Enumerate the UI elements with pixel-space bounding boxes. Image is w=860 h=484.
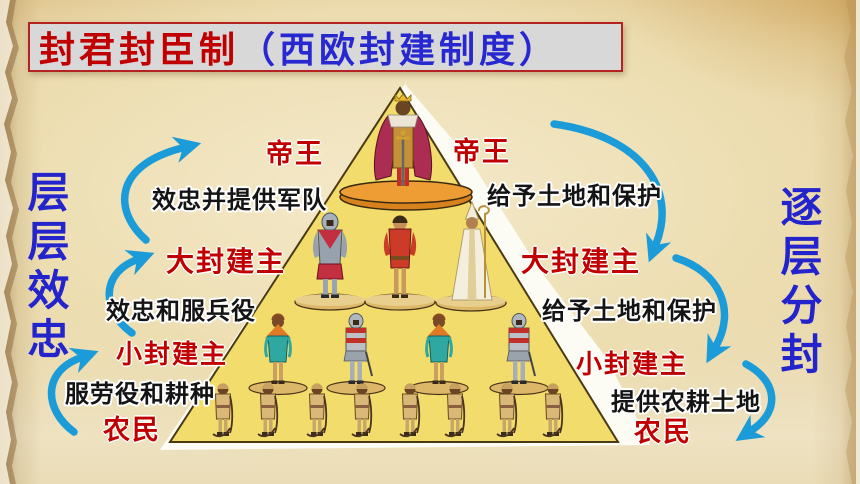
left-vertical-caption: 层层效忠 — [21, 170, 70, 366]
torn-edge-left — [0, 0, 19, 484]
right-emperor-label: 帝王 — [453, 137, 511, 168]
title-subtitle: （西欧封建制度） — [239, 30, 560, 71]
right-grant-3: 提供农耕土地 — [611, 388, 761, 416]
right-great-lord-label: 大封建主 — [521, 245, 642, 278]
left-lesser-lord-label: 小封建主 — [116, 340, 229, 370]
right-grant-2: 给予土地和保护 — [542, 297, 717, 325]
left-emperor-label: 帝王 — [266, 139, 324, 170]
right-peasant-label: 农民 — [634, 417, 692, 448]
left-great-lord-label: 大封建主 — [166, 245, 287, 278]
loyalty-arrow-top — [121, 136, 202, 244]
grant-arrow-middle — [672, 254, 732, 364]
title-banner: 封君封臣制 （西欧封建制度） — [28, 22, 623, 72]
left-tribute-3: 服劳役和耕种 — [65, 380, 215, 408]
right-lesser-lord-label: 小封建主 — [576, 350, 689, 380]
loyalty-arrow-middle — [105, 250, 155, 337]
right-vertical-caption: 逐层分封 — [774, 185, 823, 381]
left-tribute-1: 效忠并提供军队 — [152, 186, 327, 214]
left-peasant-label: 农民 — [103, 415, 161, 446]
left-tribute-2: 效忠和服兵役 — [106, 297, 256, 325]
torn-edge-right — [844, 0, 860, 484]
grant-arrow-top — [550, 120, 672, 263]
right-grant-1: 给予土地和保护 — [487, 182, 662, 210]
grant-arrow-bottom — [735, 360, 776, 441]
loyalty-arrow-bottom — [47, 347, 99, 436]
title-main: 封君封臣制 — [39, 30, 240, 71]
